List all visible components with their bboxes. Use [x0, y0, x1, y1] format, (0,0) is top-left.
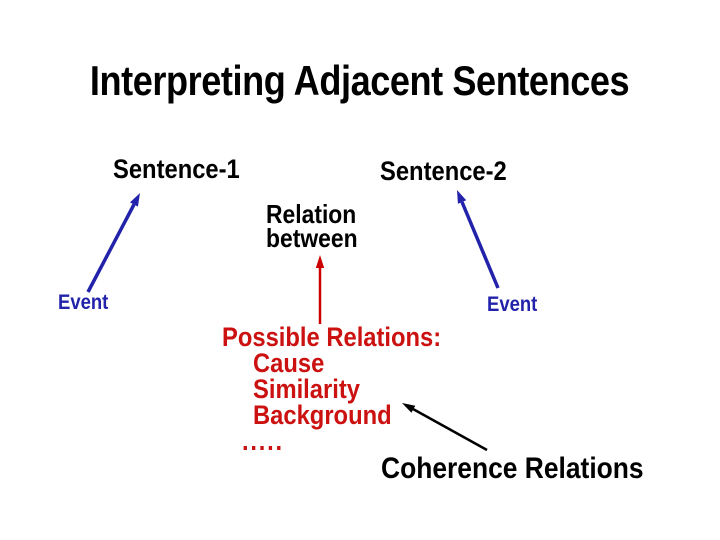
relation-item-background-text: Background	[253, 400, 392, 430]
relations-to-relation-arrow	[315, 255, 325, 324]
slide-title-text: Interpreting Adjacent Sentences	[90, 57, 630, 104]
event2-arrowhead-icon	[457, 190, 467, 204]
relation-item-similarity: Similarity	[253, 374, 471, 404]
relation-item-cause-text: Cause	[253, 348, 325, 378]
event-right-label: Event	[487, 293, 544, 317]
relation-item-similarity-text: Similarity	[253, 374, 360, 404]
possible-relations-block: Possible Relations: Cause Similarity Bac…	[222, 322, 471, 456]
event2-to-sentence2-arrow	[457, 190, 500, 289]
event1-arrow-shaft	[86, 203, 136, 293]
relation-between-label: Relation between	[266, 199, 370, 253]
event-right-text: Event	[487, 293, 538, 316]
event-left-text: Event	[58, 291, 109, 314]
relation-item-cause: Cause	[253, 348, 471, 378]
sentence-1-label: Sentence-1	[113, 154, 257, 185]
relation-line2: between	[266, 223, 358, 253]
event1-to-sentence1-arrow	[86, 193, 140, 293]
sentence-2-label: Sentence-2	[380, 156, 524, 187]
possible-relations-heading-text: Possible Relations:	[222, 322, 442, 352]
event2-arrow-shaft	[460, 201, 500, 289]
event1-arrowhead-icon	[130, 193, 140, 207]
coherence-relations-text: Coherence Relations	[381, 452, 644, 485]
slide-title: Interpreting Adjacent Sentences	[0, 57, 720, 105]
relation-item-ellipsis-text: .....	[242, 426, 284, 456]
relation-line1: Relation	[266, 199, 357, 229]
relation-item-ellipsis: .....	[242, 426, 471, 456]
relation-item-background: Background	[253, 400, 471, 430]
coherence-relations-label: Coherence Relations	[381, 452, 679, 486]
event-left-label: Event	[58, 291, 115, 315]
possible-relations-heading: Possible Relations:	[222, 322, 471, 352]
sentence-1-text: Sentence-1	[113, 154, 240, 184]
sentence-2-text: Sentence-2	[380, 156, 507, 186]
red-arrowhead-icon	[315, 255, 325, 268]
